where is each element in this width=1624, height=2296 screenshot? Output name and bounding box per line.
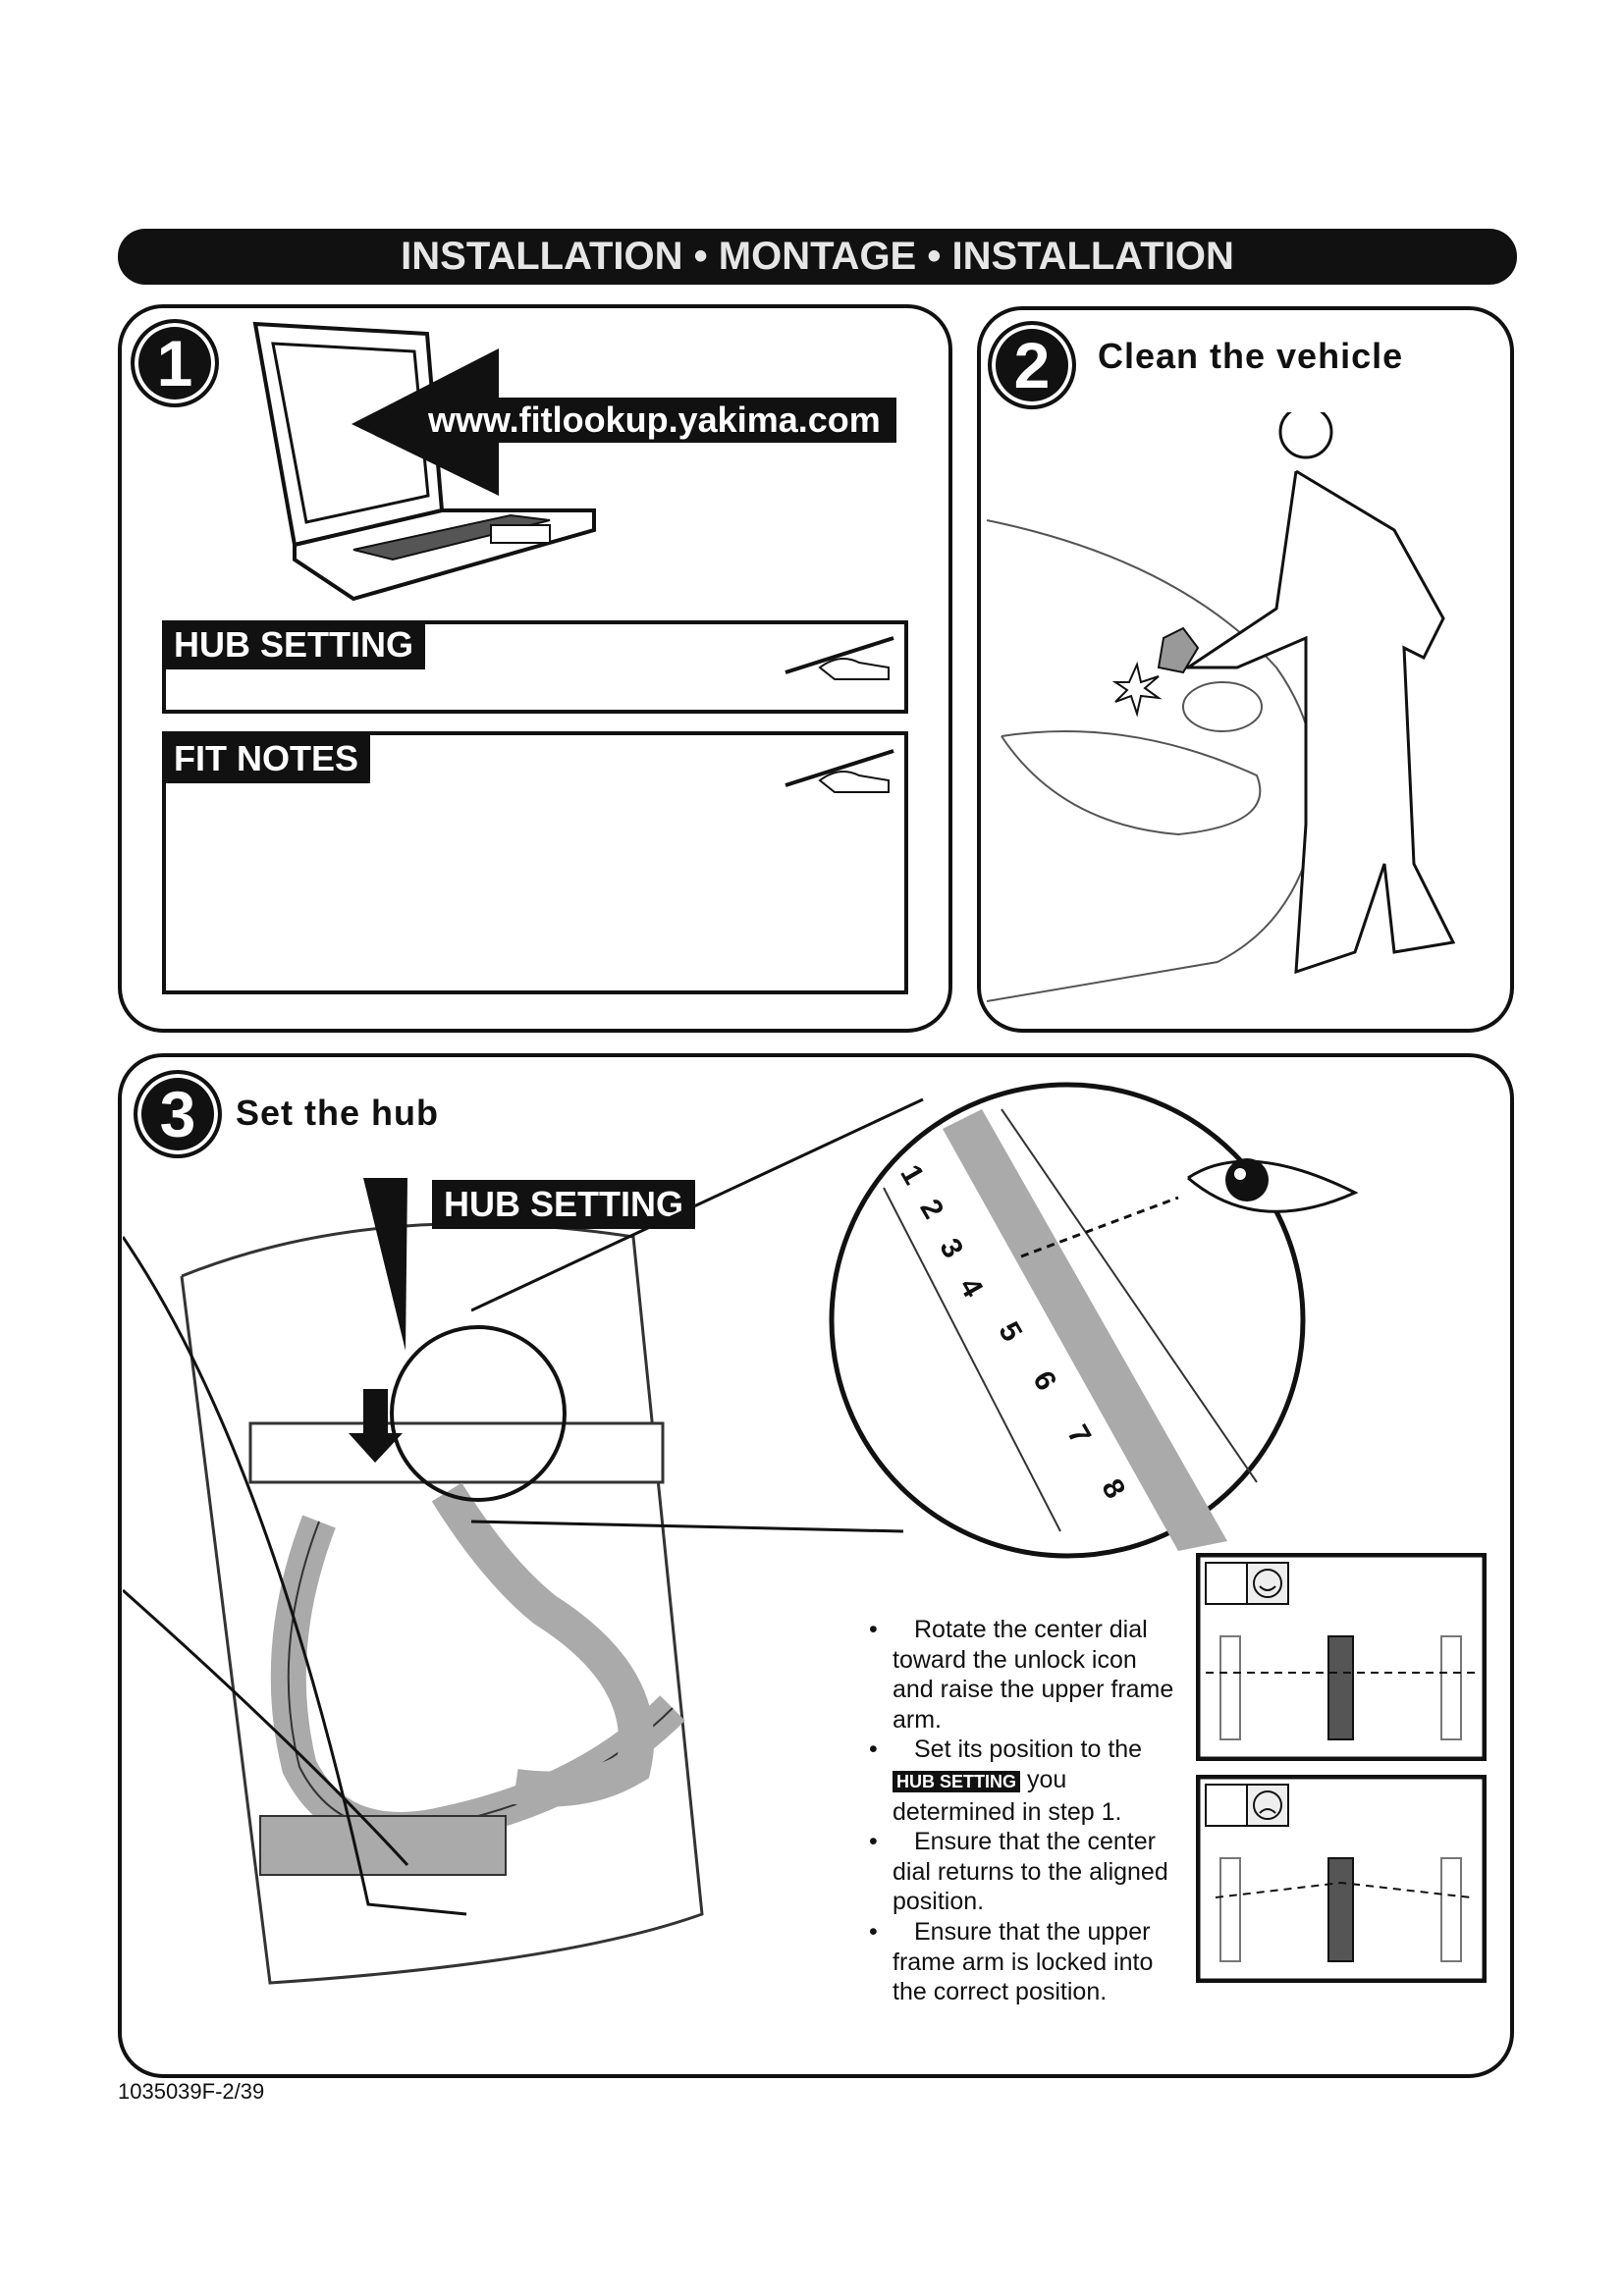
instruction-text: Set its position to the xyxy=(914,1735,1143,1764)
instruction-item: • Set its position to the HUB SETTING you… xyxy=(869,1735,1183,1827)
laptop-illustration xyxy=(252,321,596,602)
step3-panel xyxy=(118,1053,1514,2078)
hub-setting-callout: HUB SETTING xyxy=(432,1180,696,1229)
bullet: • xyxy=(869,1828,878,1856)
dial-number: 1 xyxy=(893,1159,931,1191)
instruction-text: Rotate the center dial toward the unlock… xyxy=(893,1616,1174,1734)
instruction-text: Ensure that the upper frame arm is locke… xyxy=(893,1917,1154,2006)
dial-scale: 1 2 3 4 5 6 7 8 xyxy=(893,1158,1154,1512)
step2-title: Clean the vehicle xyxy=(1098,336,1404,376)
hub-setting-label: HUB SETTING xyxy=(162,620,426,669)
instruction-text: you determined in step 1. xyxy=(893,1765,1122,1826)
section-header: INSTALLATION • MONTAGE • INSTALLATION xyxy=(118,229,1517,285)
step2-panel xyxy=(977,306,1514,1033)
fit-notes-label: FIT NOTES xyxy=(162,734,370,783)
dial-number: 3 xyxy=(933,1233,970,1264)
fit-notes-field[interactable] xyxy=(162,731,908,994)
instruction-item: • Rotate the center dial toward the unloc… xyxy=(869,1615,1183,1735)
bike-rack-hub-illustration xyxy=(123,1178,704,1985)
bullet: • xyxy=(869,1917,878,1946)
hub-setting-badge: HUB SETTING xyxy=(893,1770,1021,1792)
pencil-hand-icon xyxy=(785,749,894,793)
bullet: • xyxy=(869,1735,878,1764)
step2-number: 2 xyxy=(988,321,1076,409)
step3-title: Set the hub xyxy=(236,1093,439,1133)
pencil-hand-icon xyxy=(785,636,894,680)
step3-number: 3 xyxy=(134,1070,222,1158)
dial-number: 8 xyxy=(1095,1473,1132,1505)
step1-panel xyxy=(118,304,952,1033)
dial-number: 4 xyxy=(952,1272,990,1304)
instruction-text: Ensure that the center dial returns to t… xyxy=(893,1828,1168,1916)
instruction-item: • Ensure that the center dial returns to … xyxy=(869,1827,1183,1917)
instructions-list: • Rotate the center dial toward the unloc… xyxy=(869,1615,1183,2007)
dial-number: 7 xyxy=(1060,1419,1098,1451)
dial-number: 5 xyxy=(992,1316,1029,1348)
cleaning-vehicle-illustration xyxy=(986,412,1456,1002)
document-id: 1035039F-2/39 xyxy=(118,2079,265,2104)
incorrect-alignment-example xyxy=(1196,1775,1487,1983)
dial-number: 2 xyxy=(913,1194,950,1225)
step1-number: 1 xyxy=(131,319,219,407)
fitlookup-url-link[interactable]: www.fitlookup.yakima.com xyxy=(412,398,896,443)
correct-alignment-example xyxy=(1196,1553,1487,1761)
dial-number: 6 xyxy=(1026,1365,1063,1397)
dial-magnifier-illustration xyxy=(471,1082,1359,1559)
instruction-item: • Ensure that the upper frame arm is lock… xyxy=(869,1917,1183,2007)
bullet: • xyxy=(869,1616,878,1643)
